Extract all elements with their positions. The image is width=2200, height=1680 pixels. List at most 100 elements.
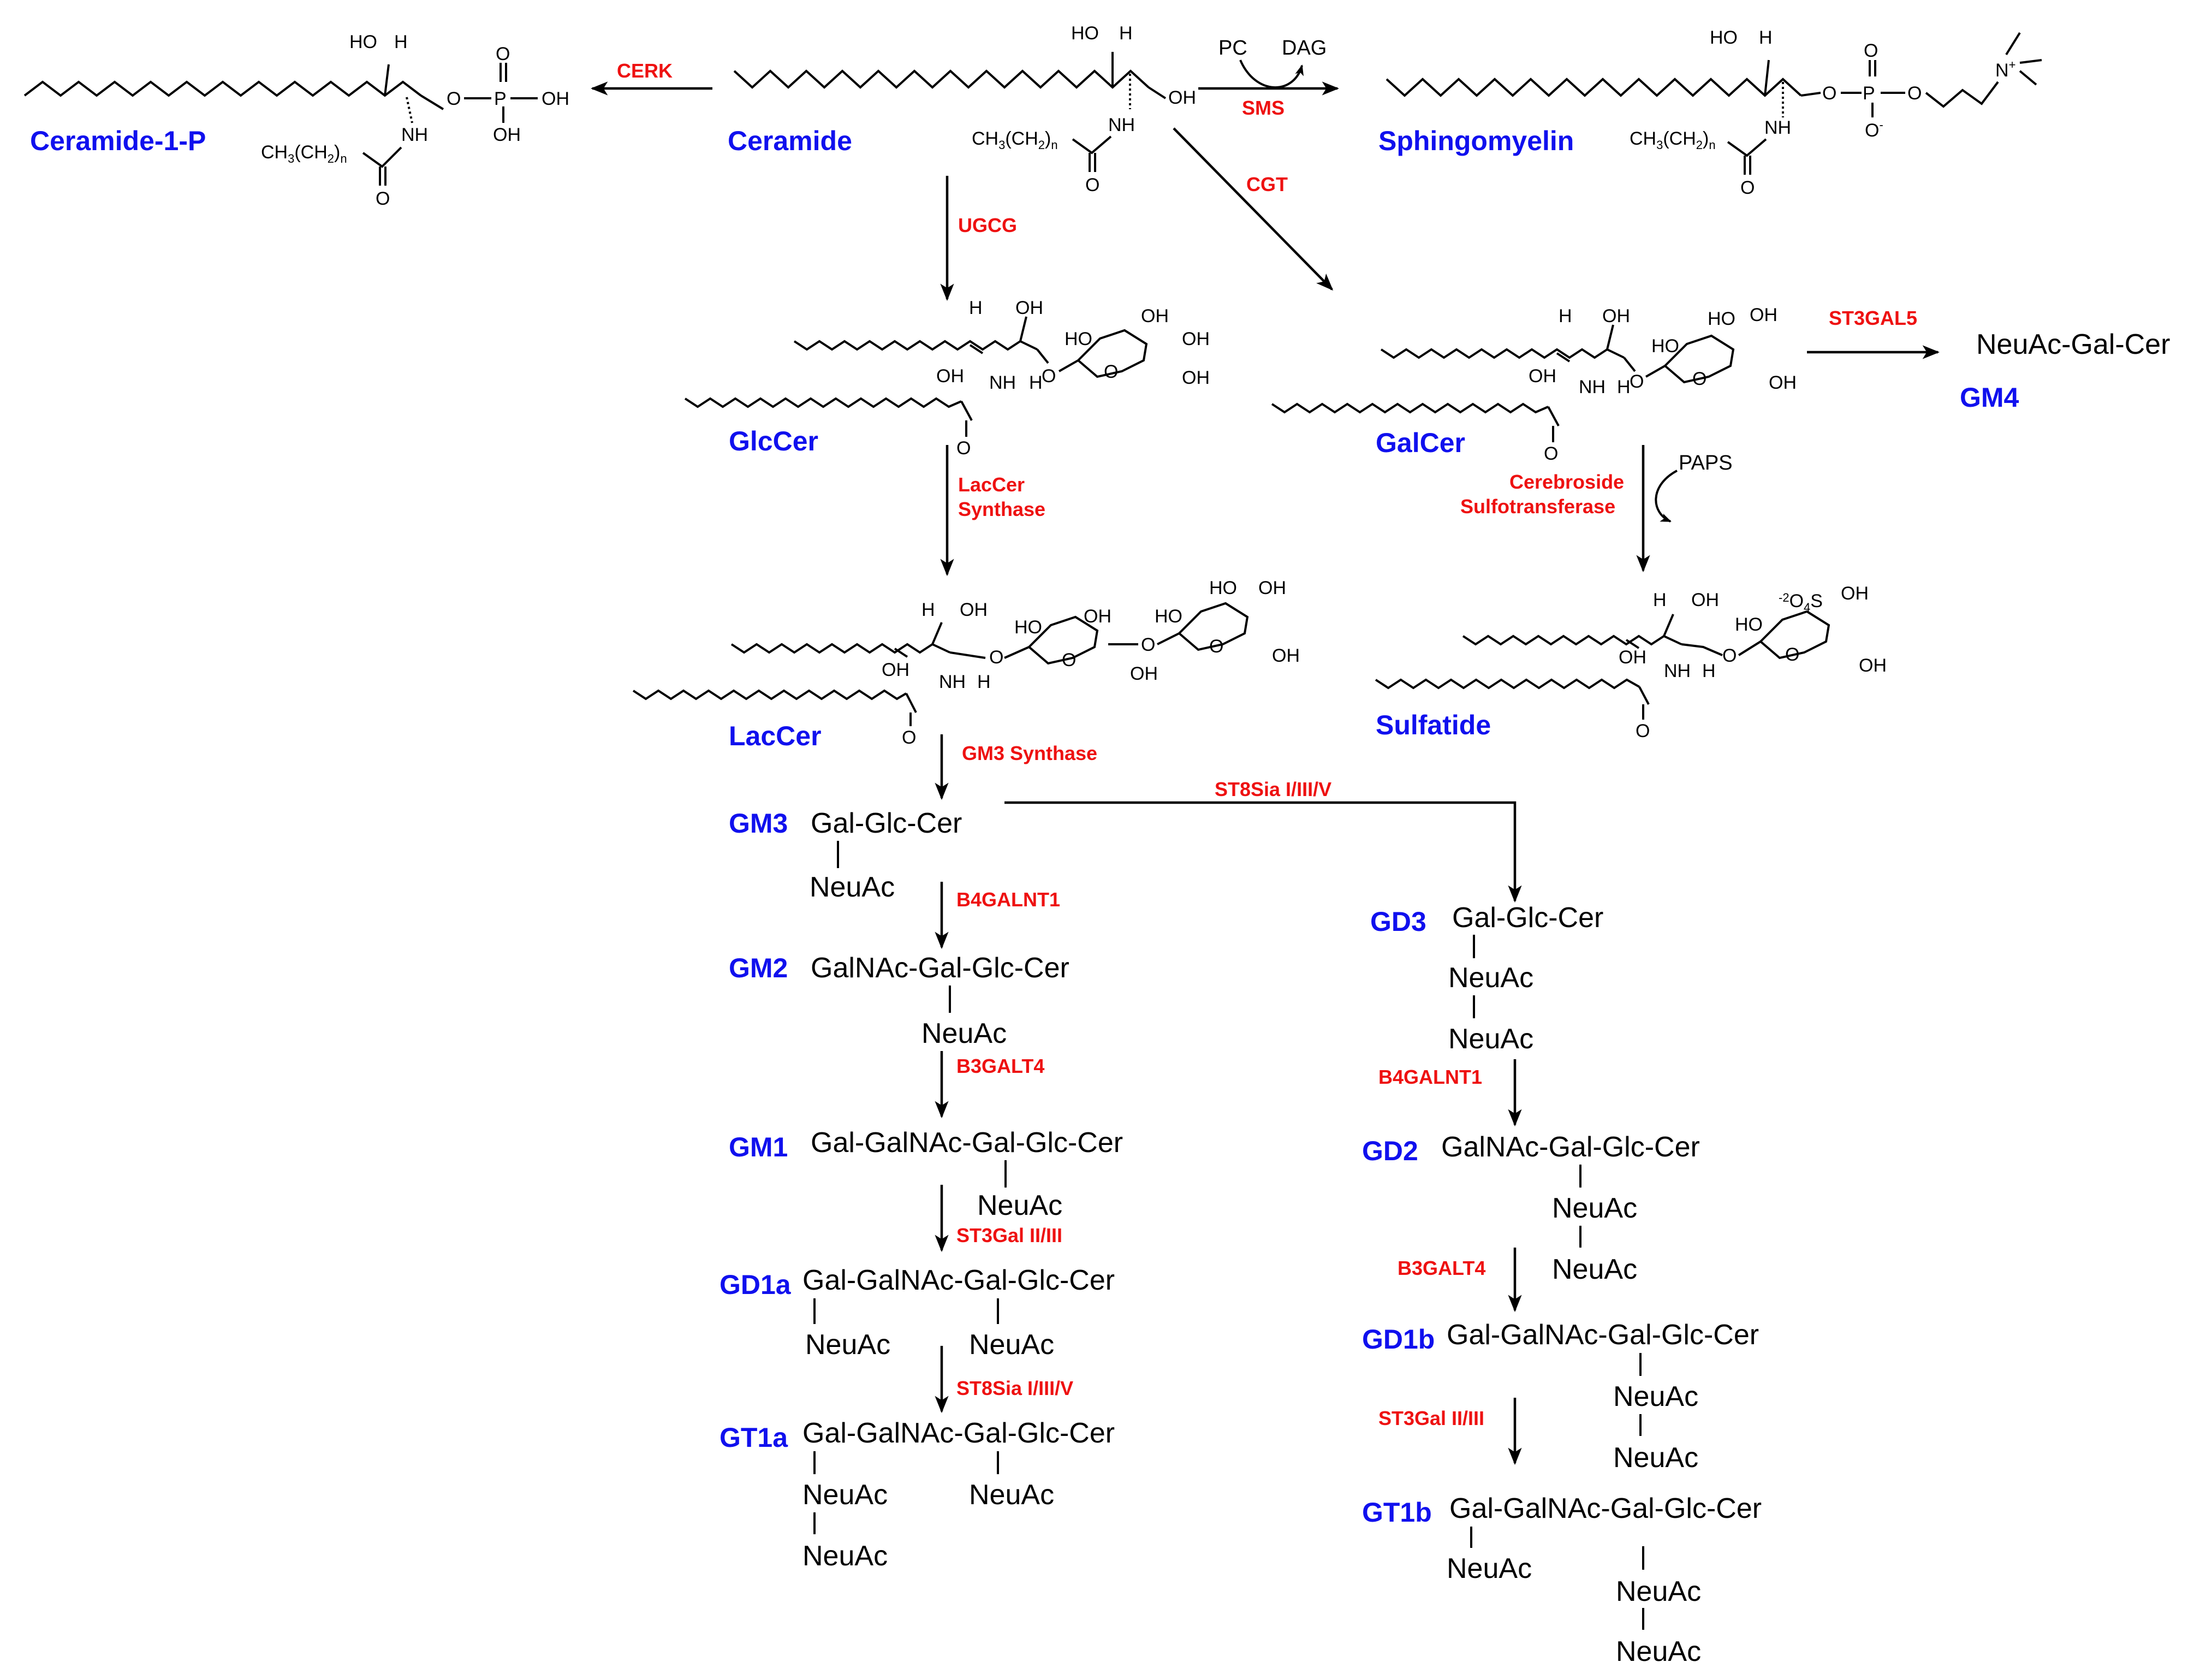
sms-cofactor-curve [1239, 60, 1304, 89]
gt1b-label: GT1b [1362, 1497, 1432, 1528]
gd2-neuac-2: NeuAc [1552, 1254, 1637, 1285]
gt1b-chain: Gal-GalNAc-Gal-Glc-Cer [1449, 1493, 1762, 1524]
atom-o: O [1085, 175, 1099, 195]
atom-oh: OH [1182, 367, 1210, 388]
gm1-label: GM1 [729, 1132, 788, 1162]
atom-h: H [1617, 377, 1631, 397]
atom-o: O [1692, 369, 1707, 389]
atom-nh: NH [1579, 377, 1606, 397]
gd1a-neuac-1: NeuAc [805, 1329, 890, 1361]
atom-oh: OH [1750, 305, 1777, 325]
enzyme-laccer-synthase-1: LacCer [958, 473, 1025, 496]
enzyme-cerk: CERK [617, 60, 673, 82]
enzyme-b4galnt1-a: B4GALNT1 [956, 888, 1060, 911]
cofactor-dag: DAG [1282, 37, 1327, 60]
atom-oh: OH [1084, 606, 1111, 627]
st8sia-gd3-arrow [1004, 801, 1522, 903]
ceramide-structure: HO H OH NH CH3(CH2)n O [733, 23, 1196, 195]
atom-ho: HO [1071, 23, 1099, 44]
enzyme-cst-1: Cerebroside [1509, 471, 1624, 493]
atom-oh: OH [1619, 647, 1646, 668]
atom-o: O [1042, 366, 1056, 387]
gd1b-chain: Gal-GalNAc-Gal-Glc-Cer [1447, 1319, 1759, 1351]
gt1a-label: GT1a [720, 1422, 788, 1453]
atom-oh: OH [936, 366, 964, 387]
gd3-neuac-2: NeuAc [1448, 1023, 1533, 1055]
atom-oh: OH [1130, 663, 1158, 684]
atom-oh: OH [1168, 87, 1196, 108]
atom-o: O [1907, 83, 1922, 104]
atom-ho: HO [1065, 329, 1092, 349]
atom-o: O [1864, 40, 1878, 61]
gt1a-chain: Gal-GalNAc-Gal-Glc-Cer [802, 1417, 1115, 1449]
acyl-ch3: CH3(CH2)n [972, 128, 1058, 152]
gm3-label: GM3 [729, 808, 788, 839]
gd2-chain: GalNAc-Gal-Glc-Cer [1441, 1131, 1700, 1163]
atom-nh: NH [401, 124, 428, 145]
gm2-neuac: NeuAc [921, 1018, 1007, 1049]
enzyme-laccer-synthase-2: Synthase [958, 498, 1045, 520]
gd1b-label: GD1b [1362, 1324, 1435, 1355]
cofactor-pc: PC [1218, 37, 1247, 60]
atom-o: O [1740, 177, 1755, 198]
gd1a-label: GD1a [720, 1269, 792, 1300]
atom-h: H [1119, 23, 1133, 44]
atom-ho: HO [349, 32, 377, 52]
gd3-label: GD3 [1370, 906, 1426, 937]
atom-nh: NH [939, 672, 966, 692]
gt1a-neuac-3: NeuAc [969, 1479, 1054, 1511]
atom-oh: OH [542, 88, 569, 109]
gd3-neuac-1: NeuAc [1448, 962, 1533, 994]
gt1a-neuac-2: NeuAc [802, 1540, 888, 1572]
cofactor-paps: PAPS [1679, 452, 1733, 474]
atom-o: O [1104, 361, 1118, 382]
atom-h: H [977, 672, 991, 692]
atom-ho: HO [1014, 617, 1042, 638]
paps-curve [1655, 470, 1678, 523]
galcer-label: GalCer [1376, 428, 1465, 458]
atom-ho: HO [1710, 27, 1738, 48]
atom-oh: OH [1529, 366, 1556, 387]
gm3-chain: Gal-Glc-Cer [811, 808, 962, 839]
enzyme-cst-2: Sulfotransferase [1460, 495, 1615, 518]
atom-oh: OH [1769, 372, 1797, 393]
gd1a-chain: Gal-GalNAc-Gal-Glc-Cer [802, 1265, 1115, 1296]
gd2-label: GD2 [1362, 1136, 1418, 1166]
atom-h: H [1702, 661, 1716, 681]
gt1b-neuac-3: NeuAc [1616, 1636, 1701, 1667]
atom-oh: OH [1859, 655, 1887, 676]
atom-oh: OH [1272, 645, 1300, 666]
atom-o: O [1630, 371, 1644, 392]
atom-n: N+ [1995, 58, 2015, 81]
ceramide-1-p-label: Ceramide-1-P [30, 126, 206, 156]
gd1b-neuac-2: NeuAc [1613, 1442, 1698, 1474]
atom-o: O- [1865, 118, 1883, 141]
laccer-structure: H OH O HO OH O OH O HO HO OH O OH OH NH … [632, 578, 1300, 748]
atom-oh: OH [882, 660, 909, 680]
atom-o: O [496, 44, 510, 64]
atom-o: O [1822, 83, 1836, 104]
atom-o: O [1544, 443, 1558, 464]
enzyme-st3gal5: ST3GAL5 [1829, 307, 1917, 329]
atom-ho: HO [1735, 614, 1763, 635]
atom-o: O [989, 647, 1003, 668]
atom-oh: OH [1602, 306, 1630, 326]
gm4-label: GM4 [1960, 382, 2019, 413]
enzyme-st8sia-gd3: ST8Sia I/III/V [1215, 778, 1331, 800]
atom-h: H [1559, 306, 1572, 326]
atom-p: P [1863, 83, 1875, 104]
gd3-chain: Gal-Glc-Cer [1452, 902, 1603, 934]
atom-oh: OH [960, 599, 988, 620]
glccer-structure: H OH O HO OH OH O OH OH NH H O [684, 298, 1210, 459]
gd1a-neuac-2: NeuAc [969, 1329, 1054, 1361]
sulfate: -2O4S [1779, 591, 1823, 614]
atom-oh: OH [1182, 329, 1210, 349]
enzyme-ugcg: UGCG [958, 214, 1017, 236]
atom-o: O [1722, 645, 1737, 666]
gt1a-neuac-1: NeuAc [802, 1479, 888, 1511]
atom-o: O [1209, 636, 1223, 657]
gm1-chain: Gal-GalNAc-Gal-Glc-Cer [811, 1127, 1123, 1159]
atom-ho: HO [1651, 336, 1679, 357]
atom-ho: HO [1209, 578, 1237, 598]
